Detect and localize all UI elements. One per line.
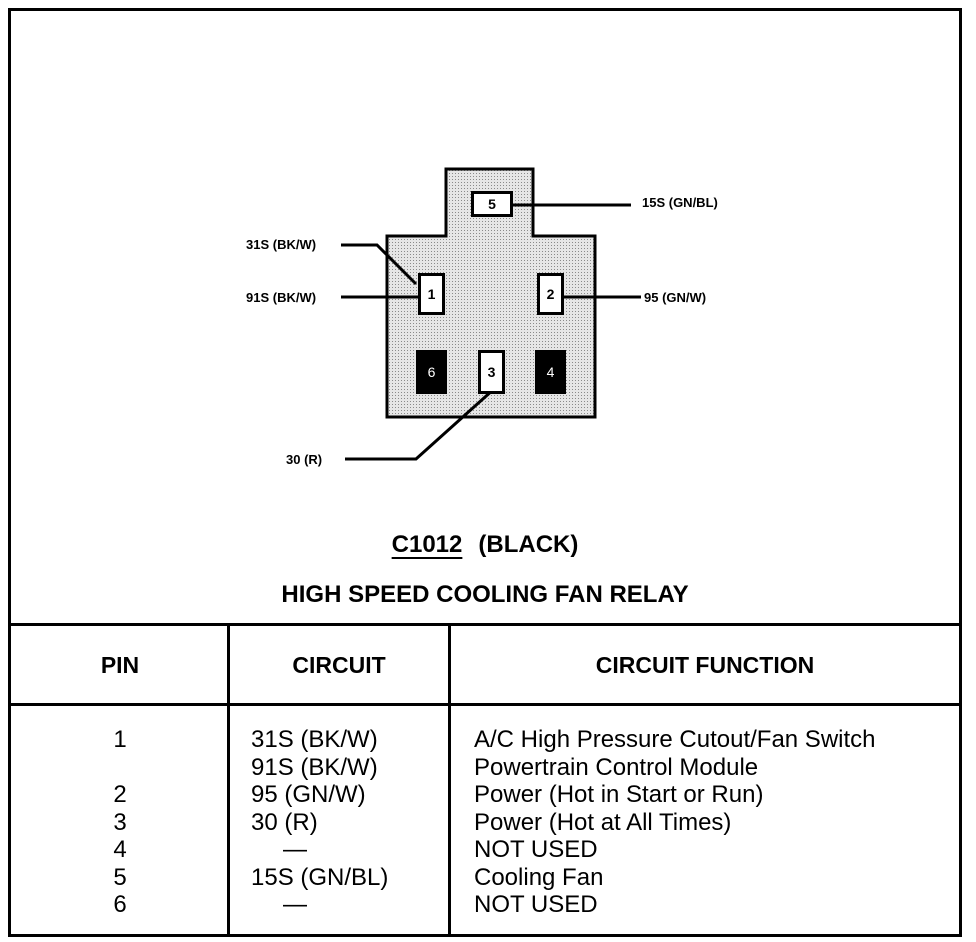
connector-title: C1012 (BLACK) <box>11 531 959 559</box>
connector-diagram <box>341 167 641 461</box>
table-cell-function: Power (Hot in Start or Run) <box>474 781 764 808</box>
pin-5: 5 <box>471 191 513 217</box>
table-cell-function: NOT USED <box>474 836 598 863</box>
table-cell-circuit: 31S (BK/W) <box>251 726 378 753</box>
table-cell-circuit: — <box>283 891 307 918</box>
table-divider <box>227 626 230 937</box>
header-function: CIRCUIT FUNCTION <box>595 652 815 678</box>
table-cell-function: Cooling Fan <box>474 863 604 891</box>
table-cell-function: Power (Hot at All Times) <box>474 808 732 836</box>
diagram-frame: 5 1 2 6 3 4 15S (GN/BL) 31S (BK/W) 91S (… <box>8 8 962 937</box>
wire-label-pin3: 30 (R) <box>286 452 323 467</box>
header-pin: PIN <box>100 652 140 678</box>
pin-4: 4 <box>535 350 566 394</box>
connector-id: C1012 <box>391 531 463 558</box>
pin-column: 1 2 3 4 5 6 <box>11 726 229 919</box>
table-divider <box>448 626 451 937</box>
function-column: A/C High Pressure Cutout/Fan Switch Powe… <box>474 726 959 919</box>
wire-pin3 <box>345 387 496 461</box>
header-circuit: CIRCUIT <box>292 652 386 678</box>
wire-label-pin5: 15S (GN/BL) <box>642 195 718 210</box>
table-header-rule <box>11 703 959 706</box>
pin-2: 2 <box>537 273 564 315</box>
table-cell-function: NOT USED <box>474 891 598 918</box>
pin-3: 3 <box>478 350 505 394</box>
table-cell-function: Powertrain Control Module <box>474 753 759 781</box>
pinout-table: PIN CIRCUIT CIRCUIT FUNCTION 1 2 3 4 5 6… <box>11 623 959 937</box>
table-cell-circuit: 91S (BK/W) <box>251 753 378 781</box>
table-cell-circuit: 15S (GN/BL) <box>251 863 389 891</box>
table-cell-circuit: 30 (R) <box>251 808 318 836</box>
table-cell-pin: 1 <box>113 726 127 753</box>
table-cell-pin: 5 <box>113 863 127 891</box>
pin-1: 1 <box>418 273 445 315</box>
table-cell-pin: 4 <box>113 836 127 863</box>
component-name: HIGH SPEED COOLING FAN RELAY <box>281 581 689 608</box>
table-cell-pin: 3 <box>113 808 127 836</box>
circuit-column: 31S (BK/W) 91S (BK/W) 95 (GN/W) 30 (R) —… <box>251 726 451 919</box>
pin-6: 6 <box>416 350 447 394</box>
table-cell-function: A/C High Pressure Cutout/Fan Switch <box>474 726 876 753</box>
table-cell-pin: 6 <box>113 891 127 918</box>
wire-label-pin2: 95 (GN/W) <box>644 290 707 305</box>
connector-color: (BLACK) <box>478 531 579 558</box>
table-cell-pin <box>11 754 229 782</box>
wire-label-pin1-lower: 91S (BK/W) <box>246 290 317 305</box>
wire-pin1-upper <box>341 243 418 286</box>
table-cell-pin: 2 <box>113 781 127 808</box>
table-cell-circuit: 95 (GN/W) <box>251 781 366 808</box>
table-cell-circuit: — <box>283 836 307 863</box>
wire-label-pin1-upper: 31S (BK/W) <box>246 237 317 252</box>
